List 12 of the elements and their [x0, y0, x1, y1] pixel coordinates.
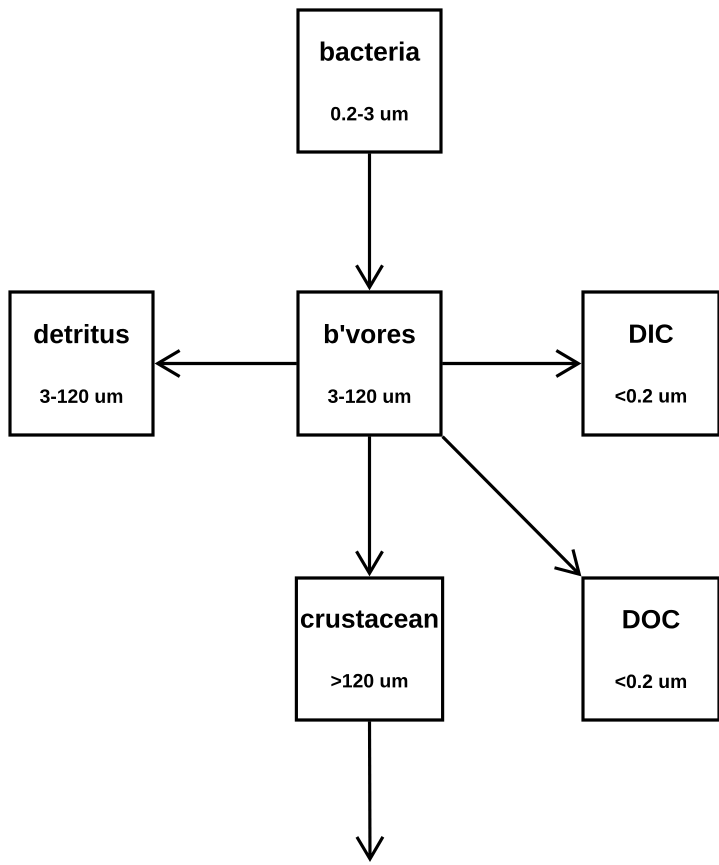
box: crustacean >120 um	[294, 576, 444, 722]
box: DIC <0.2 um	[581, 290, 719, 437]
arrow	[154, 349, 296, 378]
arrow	[355, 154, 384, 290]
arrow	[356, 722, 384, 862]
box: b'vores 3-120 um	[296, 290, 443, 437]
arrow	[442, 349, 582, 378]
box: bacteria 0.2-3 um	[296, 8, 443, 154]
arrow	[355, 436, 384, 576]
box: DOC <0.2 um	[581, 576, 719, 722]
arrow	[441, 435, 582, 576]
box: detritus 3-120 um	[8, 290, 155, 437]
